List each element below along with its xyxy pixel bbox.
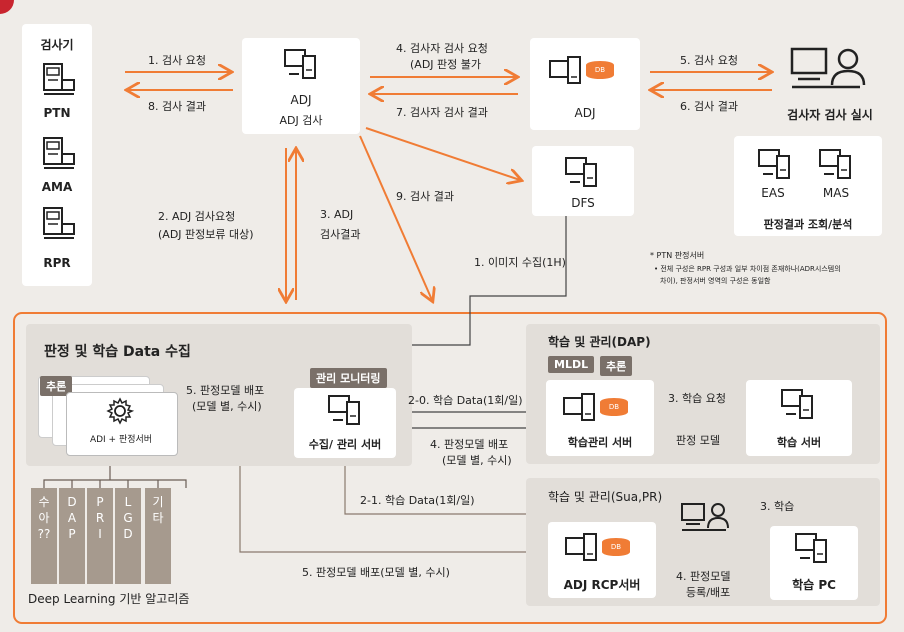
label-a7: 7. 검사자 검사 결과 (396, 106, 488, 119)
algo-connector (43, 479, 187, 488)
learn-pc-label: 학습 PC (792, 578, 836, 592)
server-icon (758, 149, 790, 179)
server-icon (565, 157, 597, 187)
server-icon (284, 49, 316, 79)
server-icon (328, 395, 360, 425)
inspector-label: 검사자 검사 실시 (787, 108, 873, 122)
label-a2-line1: 2. ADJ 검사요청 (158, 210, 236, 223)
eas-label: EAS (761, 186, 785, 200)
learn-server-label: 학습 서버 (776, 436, 822, 449)
mldl-tag: MLDL (548, 356, 595, 373)
label-d20: 2-0. 학습 Data(1회/일) (408, 394, 523, 407)
server-db-icon (565, 533, 630, 561)
server-icon (781, 389, 813, 419)
section-title: 판정 및 학습 Data 수집 (44, 344, 191, 360)
label-learn3: 3. 학습 (760, 500, 795, 513)
algo-caption: Deep Learning 기반 알고리즘 (28, 592, 190, 606)
label-reg-line1: 4. 판정모델 (676, 570, 731, 583)
inspector-icon (790, 47, 866, 89)
inspection-panel-title: 검사기 (40, 38, 74, 52)
label-a3-line2: 검사결과 (320, 228, 361, 241)
server-icon (795, 533, 827, 563)
label-a4-line1: 4. 검사자 검사 요청 (396, 42, 488, 55)
label-a6: 6. 검사 결과 (680, 100, 738, 113)
dfs-title: DFS (571, 196, 595, 210)
label-reg-line2: 등록/배포 (686, 586, 731, 599)
machine-label-rpr: RPR (43, 256, 71, 270)
mas-label: MAS (822, 186, 850, 200)
arrow-m5b (240, 434, 550, 553)
label-m4-line1: 4. 판정모델 배포 (430, 438, 509, 451)
sua-title: 학습 및 관리(Sua,PR) (548, 490, 663, 504)
learn-mgmt-server-label: 학습관리 서버 (567, 436, 633, 449)
gear-icon (106, 397, 134, 425)
label-a2-line2: (ADJ 판정보류 대상) (158, 228, 254, 241)
machine-icon (43, 207, 75, 239)
learn-mgmt-server-node (546, 380, 654, 456)
dap-infer-tag: 추론 (600, 356, 633, 376)
bottom-frame (13, 312, 887, 624)
machine-icon (43, 137, 75, 169)
dap-title: 학습 및 관리(DAP) (548, 335, 651, 349)
operator-icon (681, 503, 729, 531)
collect-server-node (294, 388, 396, 458)
arrow-to-dfs (365, 127, 520, 180)
label-a8: 8. 검사 결과 (148, 100, 206, 113)
label-judge-model: 판정 모델 (676, 434, 720, 447)
label-a3-line1: 3. ADJ (320, 208, 354, 221)
adj-inspect-title: ADJ (290, 93, 312, 107)
db-badge: DB (610, 543, 622, 551)
label-d21: 2-1. 학습 Data(1회/일) (360, 494, 475, 507)
label-img-collect: 1. 이미지 수집(1H) (474, 256, 566, 269)
server-icon (819, 149, 851, 179)
adj-db-title: ADJ (574, 106, 596, 120)
eas-mas-caption: 판정결과 조회/분석 (763, 218, 853, 231)
rcp-server-label: ADJ RCP서버 (563, 578, 641, 592)
arrow-9 (359, 135, 432, 300)
note-title: * PTN 판정서버 (650, 251, 705, 260)
label-learn-req: 3. 학습 요청 (668, 392, 726, 405)
infer-tag: 추론 (40, 376, 73, 396)
adj-db-node (530, 38, 640, 130)
label-m4-line2: (모델 별, 수시) (442, 454, 512, 467)
note-line1: • 전체 구성은 RPR 구성과 일부 차이점 존재하나(ADR시스템의 (654, 265, 841, 273)
label-m5-line1: 5. 판정모델 배포 (186, 384, 265, 397)
label-m5-line2: (모델 별, 수시) (192, 400, 262, 413)
collect-server-label: 수집/ 관리 서버 (308, 438, 382, 451)
monitoring-tag: 관리 모니터링 (310, 368, 387, 388)
label-a5: 5. 검사 요청 (680, 54, 738, 67)
adi-label: ADI + 판정서버 (89, 435, 153, 445)
label-a4-line2: (ADJ 판정 불가 (410, 58, 482, 71)
machine-label-ptn: PTN (43, 106, 71, 120)
machine-label-ama: AMA (41, 180, 73, 194)
note-line2: 차이), 판정서버 영역의 구성은 동일함 (660, 277, 771, 285)
adj-inspect-subtitle: ADJ 검사 (279, 114, 323, 127)
label-a1: 1. 검사 요청 (148, 54, 206, 67)
machine-icon (43, 63, 75, 95)
db-badge: DB (608, 403, 620, 411)
rcp-server-node (548, 522, 656, 598)
label-m5b: 5. 판정모델 배포(모델 별, 수시) (302, 566, 450, 579)
server-db-icon (563, 393, 628, 421)
label-a9: 9. 검사 결과 (396, 190, 454, 203)
db-badge: DB (594, 66, 606, 74)
server-db-icon (549, 56, 614, 84)
adj-inspect-node (242, 38, 360, 134)
